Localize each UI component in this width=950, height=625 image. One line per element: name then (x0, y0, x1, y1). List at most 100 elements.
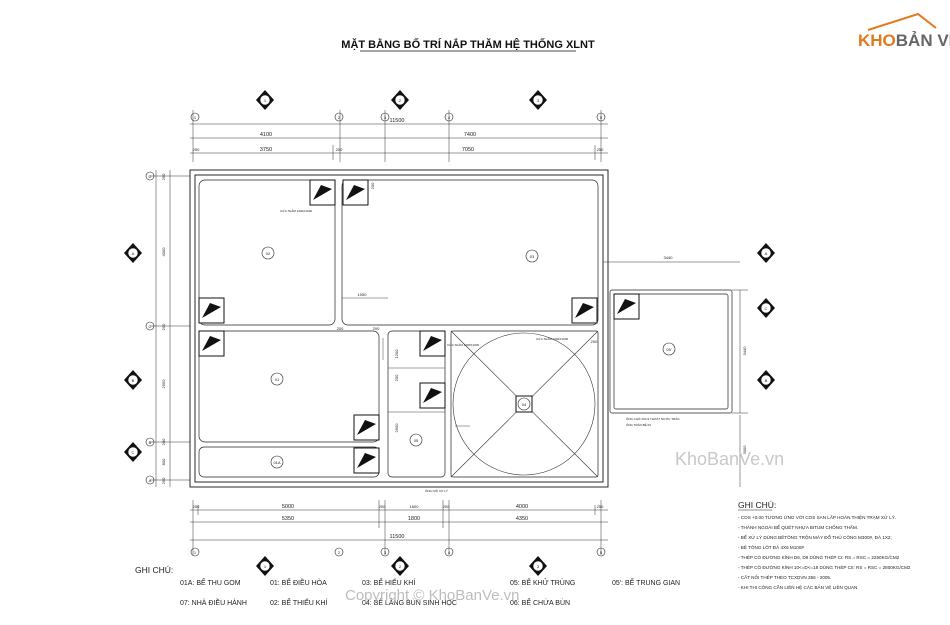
section-bot-2: 2 (399, 564, 402, 569)
watermark-copyright: Copyright © KhoBanVe.vn (345, 587, 520, 604)
grid-bubbles-top (190, 112, 606, 122)
left-dimensions (150, 170, 190, 487)
manhole-icon (309, 179, 336, 206)
dim-bot-200-b: 200 (443, 504, 450, 509)
dim-inner-200-c: 200 (394, 374, 399, 381)
grid-col-5-bottom: 5 (600, 550, 603, 555)
grid-col-2-top: 2 (338, 115, 341, 120)
dim-left-200b: 200 (161, 438, 166, 445)
watermark-site: KhoBanVe.vn (675, 449, 784, 469)
grid-row-d: D (149, 174, 152, 179)
grid-col-1-top: 1 (194, 115, 197, 120)
tank-chambers (198, 179, 733, 478)
dim-left-800: 800 (161, 458, 166, 465)
bottom-dimensions (190, 500, 608, 555)
dim-top-250-left: 250 (193, 147, 200, 152)
dim-inner-1200: 1200 (394, 349, 399, 359)
tank-label-01a: 01A (273, 460, 280, 465)
note-pipe-overflow: ỐNG CHỜ 200 & THOÁT NƯỚC TRÀN (626, 416, 679, 421)
chamber-01 (198, 330, 380, 443)
notes-heading: GHI CHÚ: (738, 500, 776, 510)
tank-label-02: 02 (266, 251, 271, 256)
legend-item-03: 03: BỂ HIẾU KHÍ (362, 577, 415, 587)
dim-left-250-top: 250 (161, 173, 166, 180)
grid-bubbles-bottom (190, 547, 606, 557)
chamber-04 (450, 330, 599, 478)
note-line-8: - KHI THI CÔNG CẦN LIÊN HỆ CÁC BẢN VẼ LI… (738, 583, 857, 590)
grid-row-b: B (149, 440, 152, 445)
logo-text-kho: KHO (858, 31, 896, 50)
note-manhole-a: CỬA THĂM 1000X1000 (280, 208, 312, 213)
note-line-5: - THÉP CÓ ĐƯỜNG KÍNH D6, D8 DÙNG THÉP CI… (738, 554, 900, 560)
section-bot-3: 3 (537, 564, 540, 569)
dim-inner-200-e: 200 (337, 326, 344, 331)
dim-bot-1800: 1800 (408, 516, 420, 522)
section-markers-bottom (256, 556, 547, 576)
note-line-7: - CẮT NỐI THÉP THEO TCXDVN 356 - 2005. (738, 573, 831, 580)
section-right-b: B (765, 378, 768, 383)
dim-left-4000: 4000 (161, 247, 166, 257)
grid-col-2-bottom: 2 (338, 550, 341, 555)
dim-left-250-bottom: 250 (161, 477, 166, 484)
dim-top-7050: 7050 (462, 147, 474, 153)
grid-col-3-top: 3 (384, 115, 387, 120)
tank-label-03: 03 (530, 254, 535, 259)
svg-text:KHOBẢN VẼ: KHOBẢN VẼ (858, 30, 950, 50)
note-line-4: - BÊ TÔNG LÓT ĐÁ 4X6 M100# (738, 543, 804, 550)
dim-inner-200-b: 200 (591, 339, 598, 344)
grid-row-c: C (149, 324, 152, 329)
dim-top-7400: 7400 (464, 132, 476, 138)
tank-label-01: 01 (275, 377, 280, 382)
dim-top-200: 200 (336, 147, 343, 152)
legend-item-04: 04: BỂ LẮNG BÙN SINH HỌC (362, 598, 457, 607)
dim-left-200a: 200 (161, 323, 166, 330)
legend-heading: GHI CHÚ: (135, 565, 173, 575)
dim-bot-total: 11500 (390, 534, 405, 540)
section-right-c: C (765, 306, 768, 311)
dim-inner-200-d: 200 (373, 326, 380, 331)
section-markers-right (757, 243, 775, 390)
dim-bot-1600: 1600 (410, 504, 420, 509)
legend-item-07: 07: NHÀ ĐIỀU HÀNH (180, 597, 247, 607)
section-markers-left (124, 243, 142, 462)
note-pipe-tank03: ỐNG TRÀN BỂ 03 (626, 422, 651, 427)
logo: KHOBẢN VẼ (858, 12, 950, 50)
section-left-b: B (132, 378, 135, 383)
note-line-6: - THÉP CÓ ĐƯỜNG KÍNH 10<=D<=18 DÙNG THÉP… (738, 564, 911, 570)
logo-text-banve: BẢN VẼ (896, 30, 950, 50)
dim-inner-200-a: 200 (370, 182, 375, 189)
logo-roof-icon (867, 12, 937, 31)
grid-col-1-bottom: 1 (194, 550, 197, 555)
legend-item-01a: 01A: BỂ THU GOM (180, 578, 241, 587)
section-bot-1: 1 (264, 564, 267, 569)
manhole-covers (198, 179, 640, 474)
note-line-2: - THÀNH NGOÀI BỂ QUÉT NHỰA BITUM CHỐNG T… (738, 524, 858, 530)
legend-item-01: 01: BỂ ĐIỀU HÒA (270, 577, 327, 587)
dim-inner-1050: 1050 (358, 292, 368, 297)
tank-label-05b: 05' (666, 347, 671, 352)
legend-item-06: 06: BỂ CHỨA BÙN (510, 598, 570, 607)
dim-top-4100: 4100 (260, 132, 272, 138)
tank-label-markers (261, 246, 676, 469)
dim-bot-5350: 5350 (282, 516, 294, 522)
section-left-c: C (132, 450, 135, 455)
dim-bot-250-b: 250 (597, 504, 604, 509)
internal-lines (342, 297, 470, 427)
dim-top-total: 11500 (390, 118, 405, 124)
legend-item-05b: 05': BỂ TRUNG GIAN (612, 578, 680, 587)
section-left-a: A (132, 251, 135, 256)
dim-bot-200-a: 200 (379, 504, 386, 509)
chamber-02 (198, 179, 336, 326)
dim-bot-4350: 4350 (516, 516, 528, 522)
grid-row-a: A (149, 478, 152, 483)
chamber-01a (198, 446, 380, 478)
chamber-03 (341, 179, 599, 326)
tank-label-04: 04 (522, 402, 527, 407)
grid-col-4-bottom: 4 (448, 550, 451, 555)
note-manhole-c: CỬA THĂM 1000X1000 (447, 342, 479, 347)
section-right-a: A (765, 251, 768, 256)
top-dimensions (190, 110, 608, 162)
section-top-2: 2 (399, 98, 402, 103)
dim-bot-4000: 4000 (516, 504, 528, 510)
